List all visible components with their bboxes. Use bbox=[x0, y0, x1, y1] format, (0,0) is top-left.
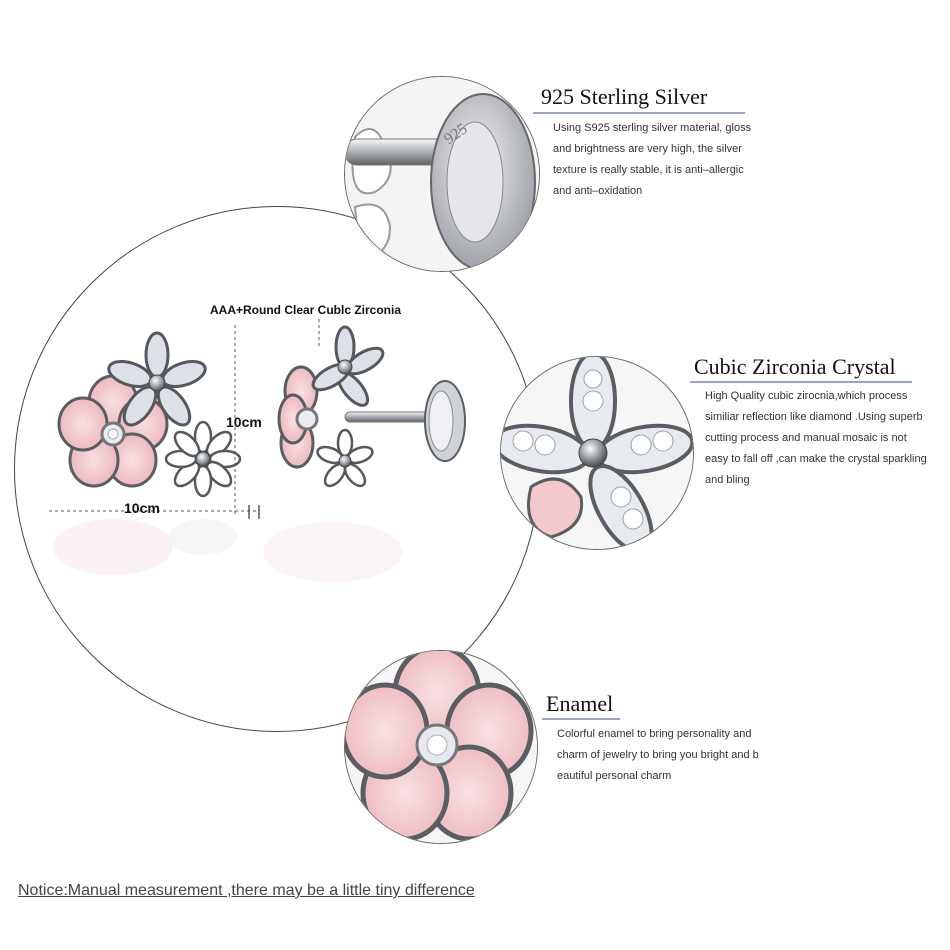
feature-desc-zirconia: High Quality cubic zirocnia,which proces… bbox=[705, 390, 927, 486]
stone-label: AAA+Round Clear Cublc Zirconia bbox=[210, 303, 402, 317]
earring-photo bbox=[49, 319, 466, 582]
feature-title-enamel: Enamel bbox=[546, 691, 614, 716]
zirconia-closeup bbox=[501, 357, 693, 549]
title-underline bbox=[542, 718, 620, 720]
measurement-guides bbox=[49, 319, 320, 517]
left-earring bbox=[57, 331, 242, 498]
title-underline bbox=[690, 381, 912, 383]
reflection bbox=[53, 519, 403, 582]
enamel-closeup bbox=[345, 651, 537, 843]
right-earring bbox=[277, 325, 466, 488]
main-product-circle bbox=[14, 206, 540, 732]
title-underline bbox=[533, 112, 745, 114]
measurement-notice: Notice:Manual measurement ,there may be … bbox=[18, 882, 475, 899]
width-label: 10cm bbox=[124, 500, 160, 516]
feature-title-zirconia: Cubic Zirconia Crystal bbox=[694, 354, 896, 379]
feature-desc-silver: Using S925 sterling silver material, glo… bbox=[553, 122, 752, 197]
enamel-detail-circle bbox=[344, 650, 538, 844]
feature-desc-enamel: Colorful enamel to bring personality and… bbox=[557, 728, 759, 782]
height-label: 10cm bbox=[226, 414, 262, 430]
silver-closeup: 925 bbox=[345, 77, 539, 271]
feature-title-silver: 925 Sterling Silver bbox=[541, 84, 708, 109]
zirconia-detail-circle bbox=[500, 356, 694, 550]
silver-detail-circle: 925 bbox=[344, 76, 540, 272]
